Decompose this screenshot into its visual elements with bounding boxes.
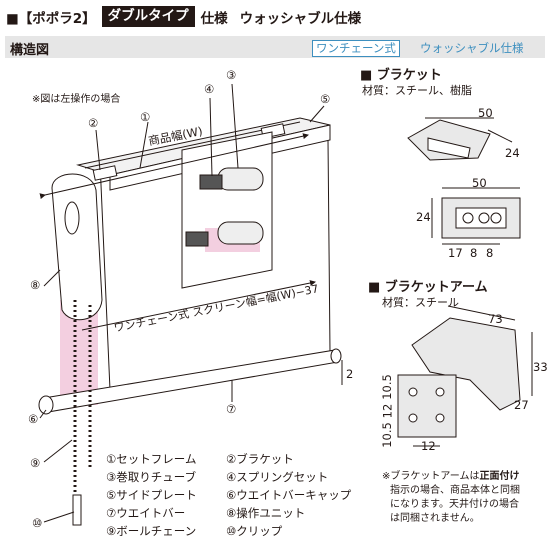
legend-row: ⑦ウエイトバー ⑧操作ユニット [106, 504, 351, 522]
callout-7: ⑦ [226, 402, 237, 416]
legend-item: ⑩クリップ [226, 524, 283, 538]
spring-set-top [199, 174, 223, 190]
arm-front-view [397, 374, 457, 438]
bracket-arm-note: ※ブラケットアームは正面付け 指示の場合、商品本体と同梱 になります。天井付けの… [382, 470, 542, 526]
winding-tube [217, 221, 264, 245]
side-plate [51, 173, 103, 321]
arm-dim-10-5-b: 10.5 [379, 422, 394, 448]
legend-item: ⑤サイドプレート [106, 488, 197, 502]
header-title: ウォッシャブル仕様 [239, 10, 362, 27]
bracket-dim-50-a: 50 [478, 106, 493, 120]
arm-material: 材質：スチール [382, 296, 459, 309]
callout-1: ① [140, 110, 151, 124]
legend-row: ⑨ボールチェーン ⑩クリップ [106, 522, 351, 540]
callout-8: ⑧ [30, 278, 41, 292]
note-left-operation: ※図は左操作の場合 [32, 94, 121, 105]
callout-2: ② [88, 116, 99, 130]
bracket-dim-8b: 8 [486, 246, 494, 260]
arm-title: ■ ブラケットアーム [368, 280, 488, 295]
legend-row: ⑤サイドプレート ⑥ウエイトバーキャップ [106, 486, 351, 504]
arm-dim-12-v: 12 [380, 403, 395, 419]
arm-dim-10-5-a: 10.5 [379, 374, 394, 400]
bracket-dim-8a: 8 [470, 246, 478, 260]
note-line1b: 正面付け [479, 471, 520, 482]
section-bar [5, 36, 545, 58]
callout-5: ⑤ [320, 92, 331, 106]
legend-item: ⑨ボールチェーン [106, 524, 197, 538]
bracket-dim-24-b: 24 [416, 210, 431, 224]
legend-item: ⑥ウエイトバーキャップ [226, 488, 352, 502]
bracket-dim-50-b: 50 [472, 176, 487, 190]
chain-clip [72, 494, 82, 526]
cutaway-window [181, 131, 273, 289]
legend-item: ①セットフレーム [106, 452, 197, 466]
arm-dim-12-h: 12 [421, 439, 436, 453]
bracket-dim-24-a: 24 [505, 146, 520, 160]
weight-bar-cap [38, 395, 54, 415]
callout-9: ⑨ [30, 456, 41, 470]
parts-legend: ①セットフレーム ②ブラケット ③巻取りチューブ ④スプリングセット ⑤サイドプレー… [106, 450, 351, 540]
legend-row: ①セットフレーム ②ブラケット [106, 450, 351, 468]
callout-4: ④ [204, 82, 215, 96]
arm-3d [411, 317, 521, 411]
legend-item: ⑦ウエイトバー [106, 506, 186, 520]
note-line4: は同梱されません。 [390, 513, 480, 524]
arm-dim-27: 27 [514, 398, 529, 412]
bracket-dim-17: 17 [448, 246, 463, 260]
page-header: ■【ポポラ2】ダブルタイプ仕様ウォッシャブル仕様 [6, 6, 361, 28]
arm-dim-33: 33 [533, 360, 548, 374]
callout-6: ⑥ [28, 412, 39, 426]
legend-item: ⑧操作ユニット [226, 506, 306, 520]
legend-item: ③巻取りチューブ [106, 470, 197, 484]
arm-dim-73: 73 [488, 312, 503, 326]
header-spec: 仕様 [200, 10, 228, 27]
note-line1a: ※ブラケットアームは [382, 471, 480, 482]
note-line3: になります。天井付けの場合 [390, 499, 519, 510]
note-line2: 指示の場合、商品本体と同梱 [390, 485, 520, 496]
section-title: 構造図 [10, 43, 50, 58]
bracket-drawings [397, 117, 533, 447]
bracket-material: 材質：スチール、樹脂 [362, 84, 472, 97]
tag-one-chain: ワンチェーン式 [312, 40, 400, 57]
legend-item: ④スプリングセット [226, 470, 329, 484]
callout-10: ⑩ [32, 516, 43, 530]
winding-tube-top [217, 167, 264, 191]
spring-set [185, 231, 209, 247]
gap-label: 2 [346, 367, 354, 381]
legend-row: ③巻取りチューブ ④スプリングセット [106, 468, 351, 486]
bracket-title: ■ ブラケット [360, 68, 442, 83]
type-badge: ダブルタイプ [101, 6, 195, 27]
legend-item: ②ブラケット [226, 452, 294, 466]
header-prefix: ■【ポポラ2】 [6, 10, 96, 27]
tag-washable: ウォッシャブル仕様 [420, 41, 524, 55]
callout-3: ③ [226, 68, 237, 82]
